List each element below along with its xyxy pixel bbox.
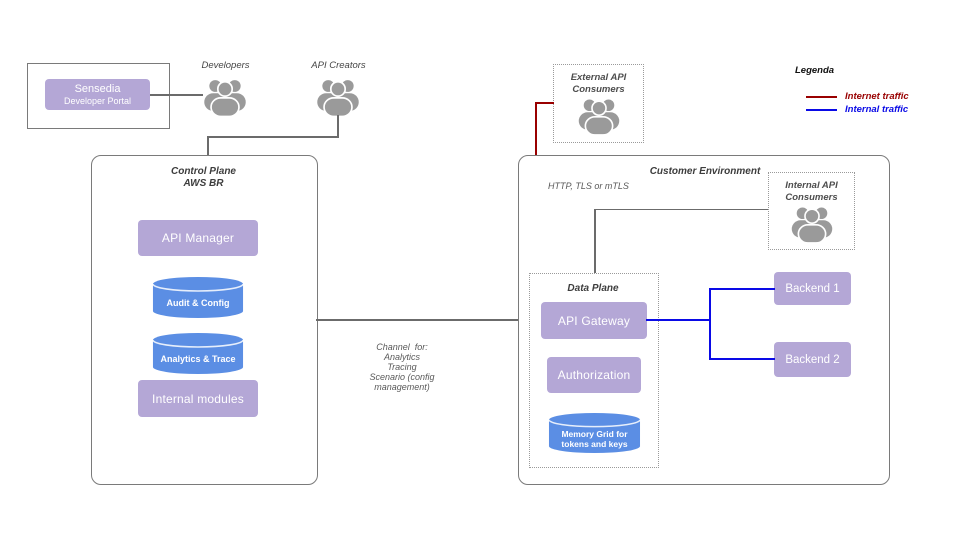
connector-into-control-plane (207, 136, 209, 155)
api-creators-people-icon (316, 77, 360, 117)
developers-people-icon (203, 77, 247, 117)
authorization-node: Authorization (547, 357, 641, 393)
audit-config-cylinder: Audit & Config (151, 276, 245, 318)
memory-grid-label: Memory Grid for tokens and keys (561, 428, 628, 449)
legend-internal-label: Internal traffic (845, 104, 909, 115)
control-plane-box (91, 155, 318, 485)
legend-internet-line-sample (806, 96, 837, 98)
backend-1-node: Backend 1 (774, 272, 851, 305)
internal-api-consumers-box: Internal API Consumers (768, 172, 855, 250)
internal-modules-node: Internal modules (138, 380, 258, 417)
data-plane-title: Data Plane (567, 283, 619, 294)
protocol-note: HTTP, TLS or mTLS (548, 181, 629, 191)
internal-traffic-backend1-line (709, 288, 775, 290)
external-api-consumers-label: External API Consumers (570, 72, 627, 95)
api-manager-node: API Manager (138, 220, 258, 256)
developer-portal-node: Sensedia Developer Portal (45, 79, 150, 110)
backend-2-node: Backend 2 (774, 342, 851, 377)
api-creators-label: API Creators (311, 60, 366, 71)
developers-label: Developers (201, 60, 250, 71)
audit-config-label: Audit & Config (166, 297, 230, 308)
portal-name: Sensedia (74, 82, 121, 95)
internal-traffic-gateway-line (646, 319, 710, 321)
connector-to-data-plane (594, 208, 596, 274)
analytics-trace-label: Analytics & Trace (160, 353, 236, 364)
memory-grid-cylinder: Memory Grid for tokens and keys (547, 412, 642, 453)
legend-title: Legenda (795, 65, 835, 76)
connector-apicreators-horizontal (207, 136, 339, 138)
control-plane-title: Control Plane AWS BR (170, 166, 236, 189)
internal-api-consumers-label: Internal API Consumers (785, 180, 838, 203)
external-api-consumers-box: External API Consumers (553, 64, 644, 143)
internal-consumers-people-icon (789, 205, 835, 243)
internet-traffic-line-top (535, 102, 554, 104)
connector-to-internal-consumers (594, 208, 768, 210)
legend-internal-line-sample (806, 109, 837, 111)
analytics-trace-cylinder: Analytics & Trace (151, 332, 245, 374)
customer-environment-title: Customer Environment (649, 166, 761, 177)
connector-channel (316, 319, 529, 321)
internal-traffic-vertical-line (709, 288, 711, 360)
connector-portal-developers (150, 94, 203, 96)
connector-apicreators-down (337, 115, 339, 137)
internal-traffic-backend2-line (709, 358, 775, 360)
legend-internet-label: Internet traffic (845, 91, 909, 102)
api-gateway-node: API Gateway (541, 302, 647, 339)
external-consumers-people-icon (576, 97, 622, 135)
channel-note: Channel for: Analytics Tracing Scenario … (369, 342, 435, 392)
portal-subtitle: Developer Portal (63, 95, 132, 106)
